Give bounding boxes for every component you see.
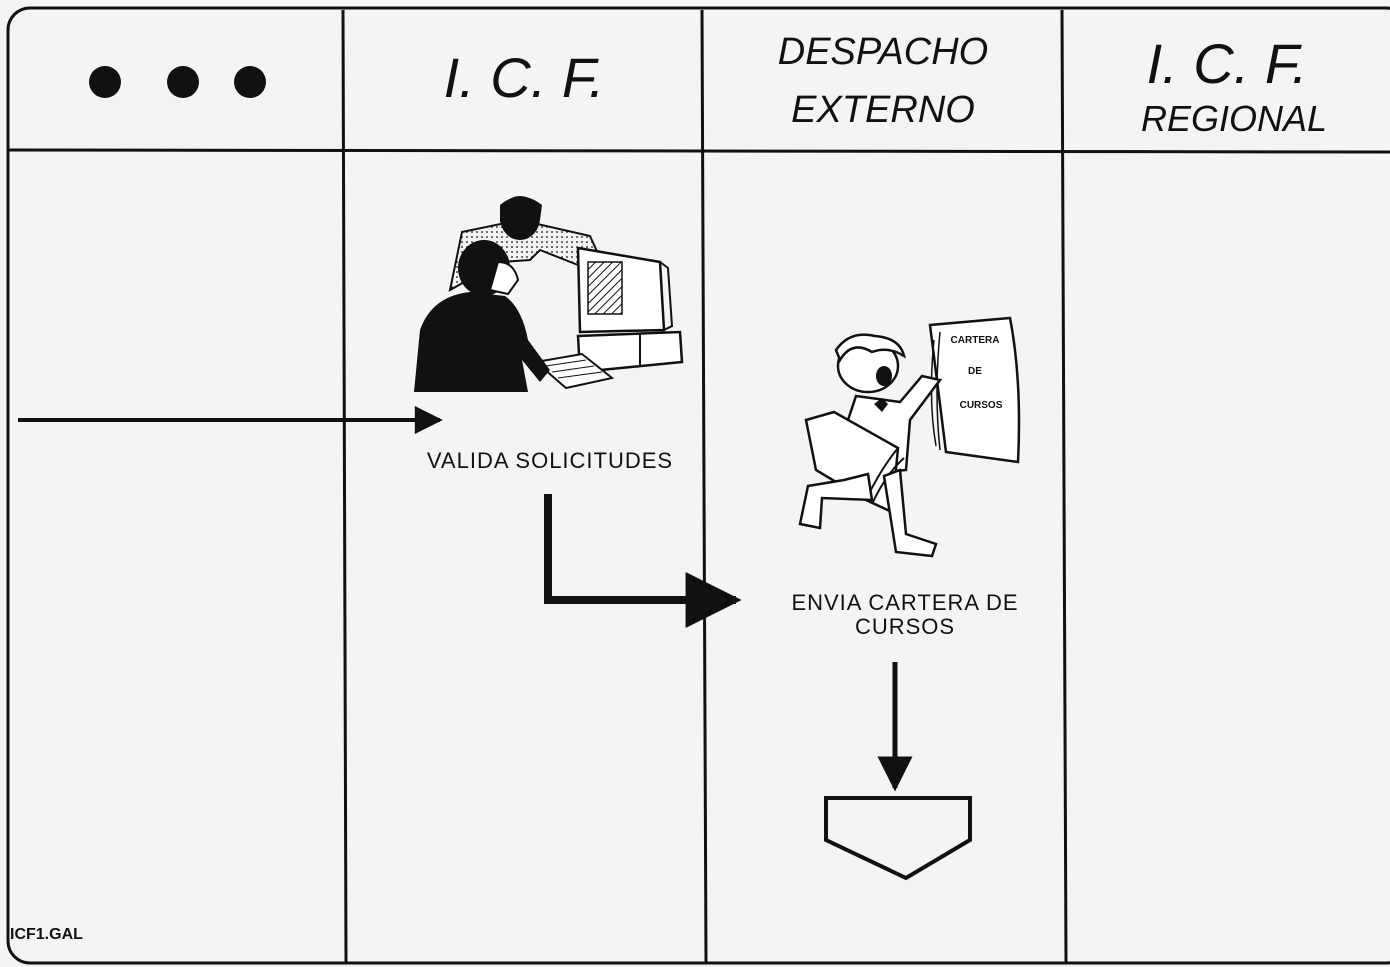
ellipsis-dots-icon (89, 66, 266, 98)
lane-divider-2 (700, 9, 708, 964)
header-divider (7, 148, 1390, 154)
lane-header-icf-regional-line2: REGIONAL (1140, 98, 1328, 139)
lane-header-despacho-line1: DESPACHO (777, 31, 989, 73)
validate-to-send-arrow (544, 494, 742, 628)
computer-users-icon (414, 196, 684, 392)
off-page-connector (824, 796, 972, 881)
footer-filename: ICF1.GAL (10, 926, 83, 943)
step-label-send-line1: ENVIA CARTERA DE (791, 590, 1019, 615)
diagram-frame (6, 6, 1390, 965)
step-label-send-line2: CURSOS (854, 614, 956, 639)
lane-divider-3 (1060, 9, 1068, 964)
lane-header-despacho-line2: EXTERNO (791, 89, 975, 131)
lane-header-icf-regional-line1: I. C. F. (1146, 32, 1308, 95)
lane-header-icf: I. C. F. (443, 46, 605, 109)
lane-divider-1 (341, 9, 348, 964)
document-line-1: CARTERA (950, 335, 1000, 346)
document-line-2: DE (968, 366, 982, 377)
step-label-validate: VALIDA SOLICITUDES (426, 448, 674, 473)
document-line-3: CURSOS (959, 400, 1003, 411)
running-courier-icon (798, 316, 1021, 558)
